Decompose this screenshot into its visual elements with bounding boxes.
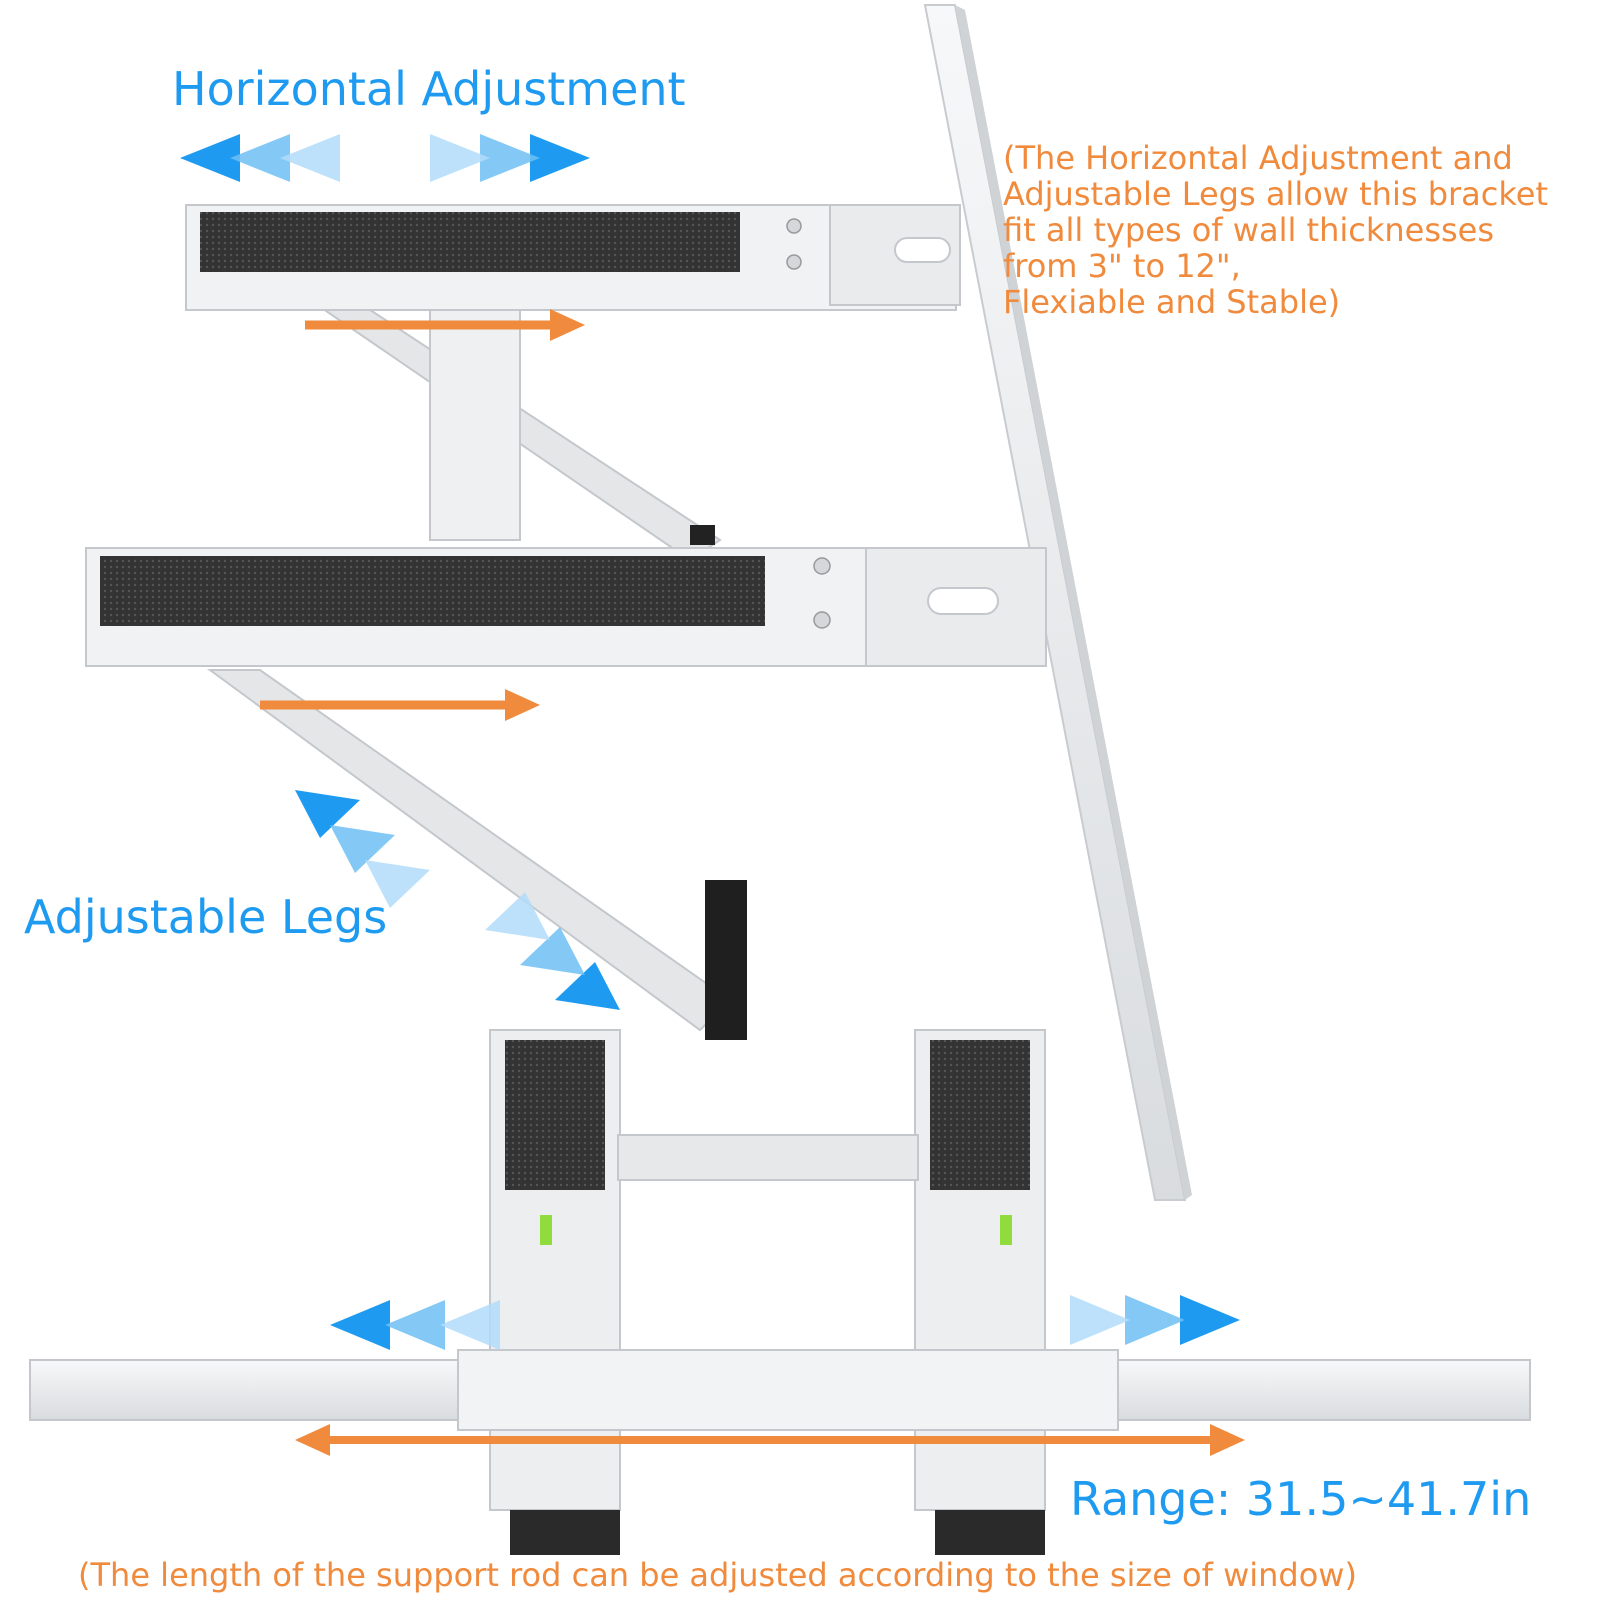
bottom-bracket <box>29 1029 1531 1555</box>
upper-arm <box>185 204 961 562</box>
lower-arm <box>85 547 1047 1040</box>
leg-adjustment-arrows <box>295 790 620 1010</box>
range-arrow <box>295 1424 1245 1456</box>
adjustable-legs-title: Adjustable Legs <box>24 890 388 944</box>
horizontal-adjustment-arrows <box>180 134 590 182</box>
bottom-note: (The length of the support rod can be ad… <box>78 1556 1357 1594</box>
top-note: (The Horizontal Adjustment and Adjustabl… <box>1003 140 1548 320</box>
horizontal-adjustment-title: Horizontal Adjustment <box>172 62 686 116</box>
top-note-line: (The Horizontal Adjustment and <box>1003 139 1513 177</box>
vertical-wall-rail <box>923 4 1192 1201</box>
range-label: Range: 31.5~41.7in <box>1070 1472 1532 1526</box>
top-note-line: from 3" to 12", <box>1003 247 1241 285</box>
top-note-line: Flexiable and Stable) <box>1003 283 1341 321</box>
bottom-width-arrows <box>330 1295 1240 1350</box>
orange-slide-arrows <box>260 309 585 721</box>
top-note-line: fit all types of wall thicknesses <box>1003 211 1495 249</box>
top-note-line: Adjustable Legs allow this bracket <box>1003 175 1548 213</box>
